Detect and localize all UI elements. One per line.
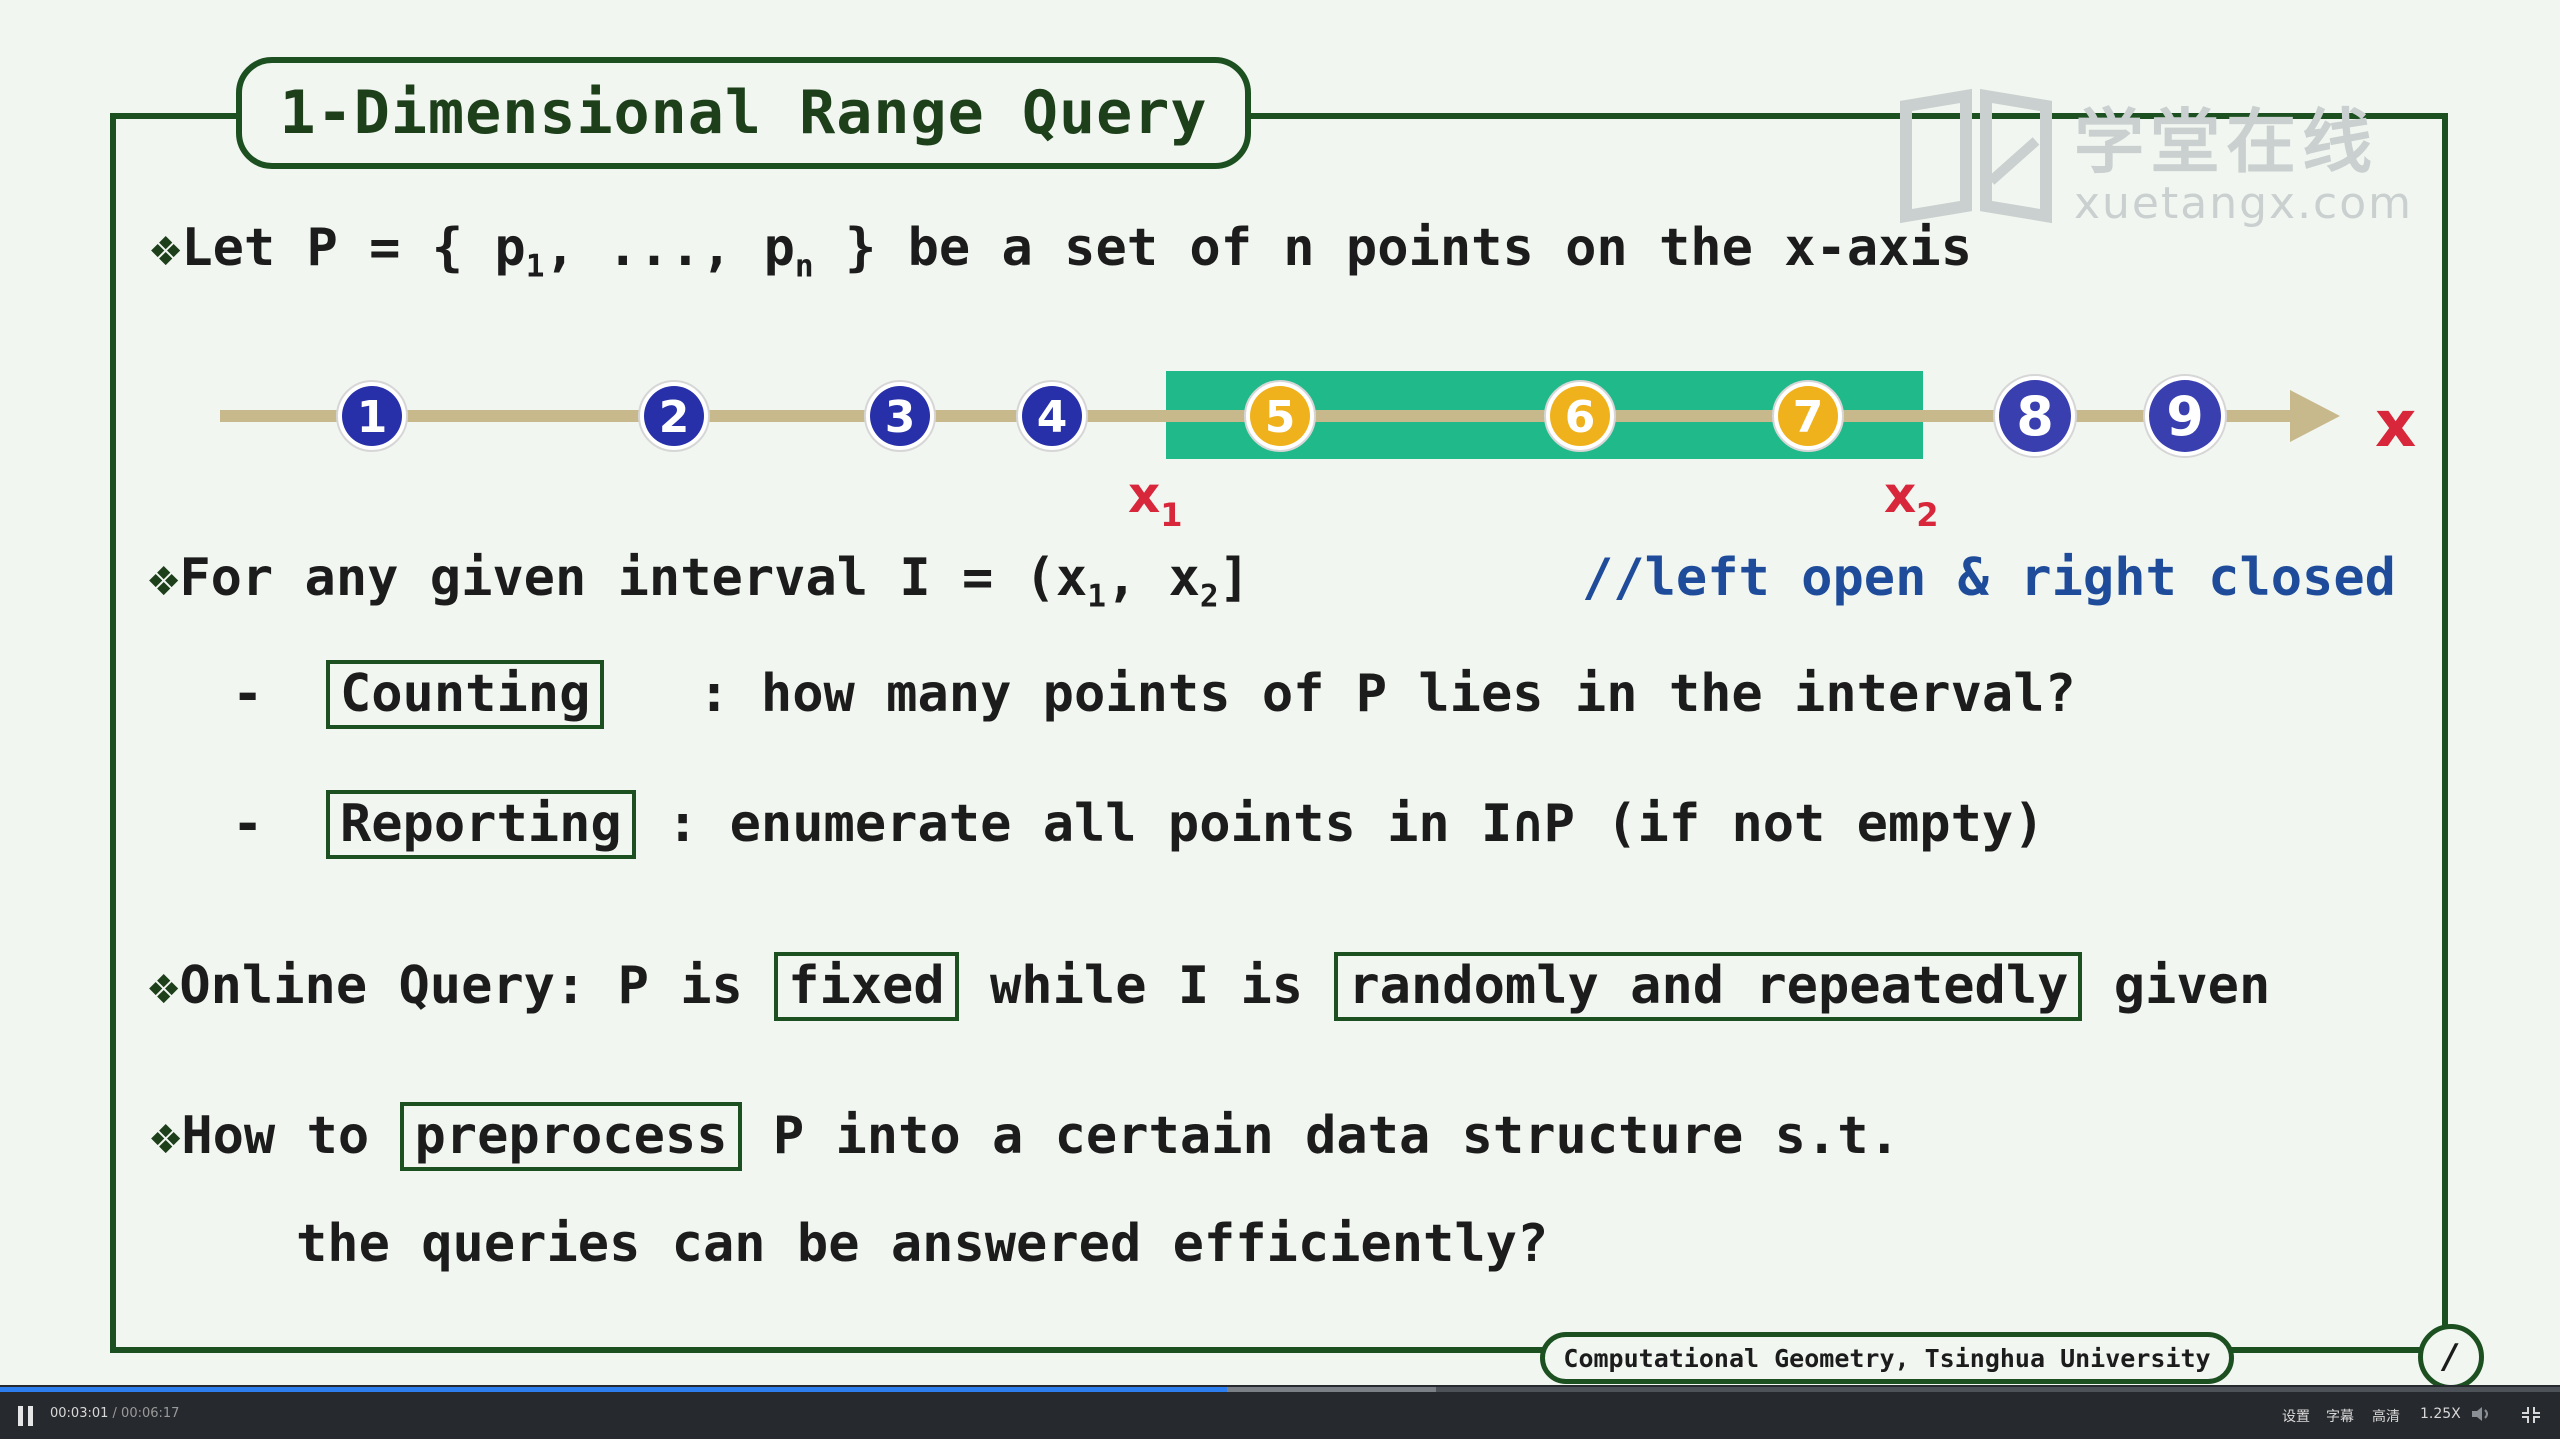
interval-comment: //left open & right closed — [1582, 548, 2396, 608]
duration: / 00:06:17 — [112, 1406, 180, 1421]
current-time: 00:03:01 — [50, 1406, 109, 1421]
xuetangx-logo-icon — [1900, 88, 2052, 224]
bullet-icon: ❖ — [148, 956, 180, 1016]
point-label: 6 — [1565, 392, 1596, 443]
bullet-icon: ❖ — [150, 1106, 182, 1166]
quality-button[interactable]: 高清 — [2372, 1409, 2400, 1425]
point-2: 2 — [638, 380, 710, 452]
point-label: 3 — [885, 392, 916, 443]
progress-played — [0, 1387, 1227, 1392]
point-5: 5 — [1244, 380, 1316, 452]
line-how-to: ❖How to preprocess P into a certain data… — [150, 1102, 1900, 1172]
bullet-icon: ❖ — [150, 218, 182, 278]
subtitles-button[interactable]: 字幕 — [2326, 1409, 2354, 1425]
point-label: 1 — [357, 392, 388, 443]
point-label: 4 — [1037, 392, 1068, 443]
xuetangx-watermark: 学堂在线 xuetangx.com — [1896, 86, 2416, 236]
line-online-query: ❖Online Query: P is fixed while I is ran… — [148, 952, 2270, 1022]
point-label: 5 — [1265, 392, 1296, 443]
line-interval: ❖For any given interval I = (x1, x2] — [148, 548, 1251, 615]
point-3: 3 — [864, 380, 936, 452]
point-1: 1 — [336, 380, 408, 452]
slide-title: 1-Dimensional Range Query — [279, 78, 1208, 148]
counting-term: Counting — [325, 660, 605, 730]
x-axis-diagram: 1 2 3 4 5 6 7 8 9 x x1 x2 — [220, 371, 2416, 534]
reporting-term: Reporting — [325, 790, 636, 860]
point-7: 7 — [1772, 380, 1844, 452]
line-efficiently: the queries can be answered efficiently? — [296, 1214, 1549, 1274]
line-reporting: - Reporting : enumerate all points in I∩… — [232, 790, 2045, 860]
x2-label: x2 — [1884, 466, 1939, 534]
slide-frame — [110, 113, 2448, 1353]
pause-icon[interactable] — [18, 1406, 36, 1426]
exit-fullscreen-icon[interactable] — [2520, 1405, 2542, 1425]
x1-label: x1 — [1128, 466, 1183, 534]
video-control-bar — [0, 1385, 2560, 1439]
point-label: 7 — [1793, 392, 1824, 443]
line-counting: - Counting : how many points of P lies i… — [232, 660, 2076, 730]
line-point-set: ❖Let P = { p1, ..., pn } be a set of n p… — [150, 218, 1973, 285]
x-axis-label: x — [2375, 388, 2416, 462]
settings-button[interactable]: 设置 — [2282, 1409, 2310, 1425]
point-6: 6 — [1544, 380, 1616, 452]
point-label: 8 — [2016, 385, 2054, 448]
slide: 1-Dimensional Range Query 学堂在线 xuetangx.… — [110, 57, 2484, 1385]
volume-icon[interactable] — [2470, 1405, 2492, 1423]
preprocess-term: preprocess — [400, 1102, 742, 1172]
point-label: 2 — [659, 392, 690, 443]
point-4: 4 — [1016, 380, 1088, 452]
watermark-cn: 学堂在线 — [2074, 101, 2378, 183]
watermark-en: xuetangx.com — [2074, 178, 2414, 229]
x-axis-arrow-icon — [2290, 390, 2340, 442]
time-display: 00:03:01 / 00:06:17 — [50, 1406, 179, 1421]
page-number-badge: / — [2418, 1324, 2484, 1385]
randomly-term: randomly and repeatedly — [1334, 952, 2083, 1022]
footer-course-label: Computational Geometry, Tsinghua Univers… — [1540, 1332, 2234, 1384]
point-9: 9 — [2143, 374, 2227, 458]
speed-button[interactable]: 1.25X — [2420, 1406, 2461, 1422]
slide-title-box: 1-Dimensional Range Query — [236, 57, 1251, 169]
point-8: 8 — [1993, 374, 2077, 458]
fixed-term: fixed — [774, 952, 959, 1022]
point-label: 9 — [2166, 385, 2204, 448]
bullet-icon: ❖ — [148, 548, 180, 608]
